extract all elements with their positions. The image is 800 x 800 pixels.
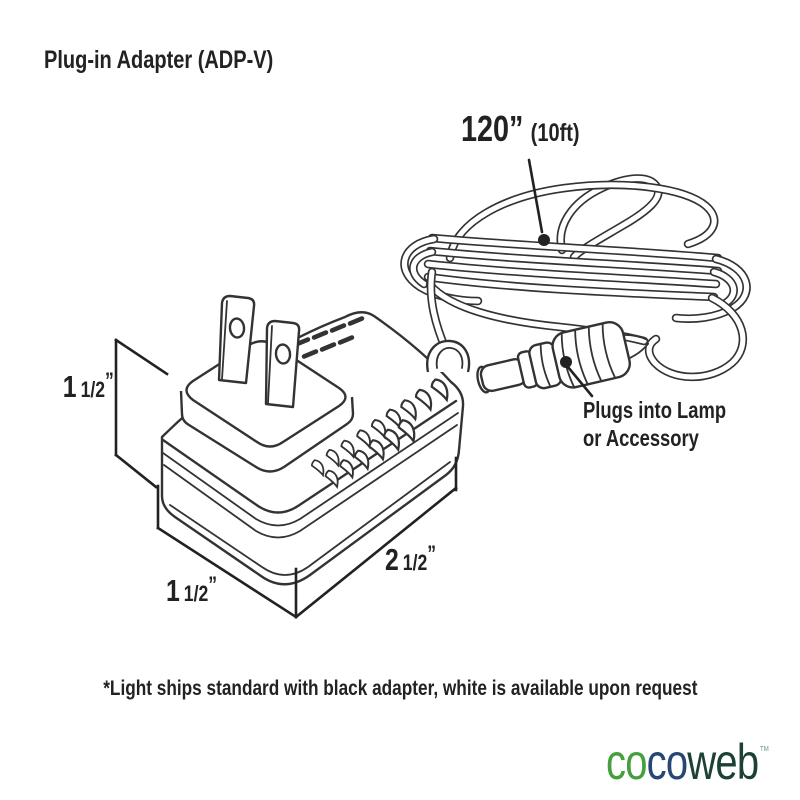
cable-callout-arrow: [527, 158, 550, 246]
width-fraction: 1/2: [402, 550, 428, 575]
barrel-connector-drawing: [476, 321, 650, 394]
logo-part-2: web: [687, 734, 759, 790]
connector-callout-line1: Plugs into Lamp: [583, 397, 727, 423]
dimension-lines: [114, 338, 458, 619]
connector-callout-line2: or Accessory: [583, 425, 699, 451]
height-whole: 1: [62, 369, 77, 404]
depth-unit: ”: [208, 572, 218, 597]
depth-fraction: 1/2: [183, 581, 209, 606]
page-title-text: Plug-in Adapter (ADP-V): [44, 46, 274, 74]
height-fraction: 1/2: [80, 377, 106, 402]
logo-part-0: co: [606, 734, 647, 790]
connector-callout-label: Plugs into Lamp or Accessory: [583, 396, 762, 452]
connector-callout-arrow: [560, 356, 594, 398]
width-unit: ”: [427, 541, 437, 566]
cocoweb-logo: cocoweb™: [606, 733, 800, 791]
width-whole: 2: [385, 542, 399, 577]
cable-length-feet: (10ft): [530, 119, 580, 147]
plug-prongs: [217, 294, 301, 409]
logo-trademark: ™: [759, 743, 770, 758]
strain-relief: [426, 339, 471, 373]
page-title: Plug-in Adapter (ADP-V): [44, 46, 331, 75]
footnote: *Light ships standard with black adapter…: [0, 677, 800, 701]
height-unit: ”: [105, 368, 114, 393]
adapter-body-drawing: [160, 294, 471, 586]
logo-part-1: co: [646, 734, 688, 790]
cable-length-value: 120”: [461, 108, 524, 149]
cable-length-callout: 120”(10ft): [461, 108, 609, 150]
footnote-text: *Light ships standard with black adapter…: [102, 677, 698, 700]
depth-whole: 1: [166, 573, 180, 608]
